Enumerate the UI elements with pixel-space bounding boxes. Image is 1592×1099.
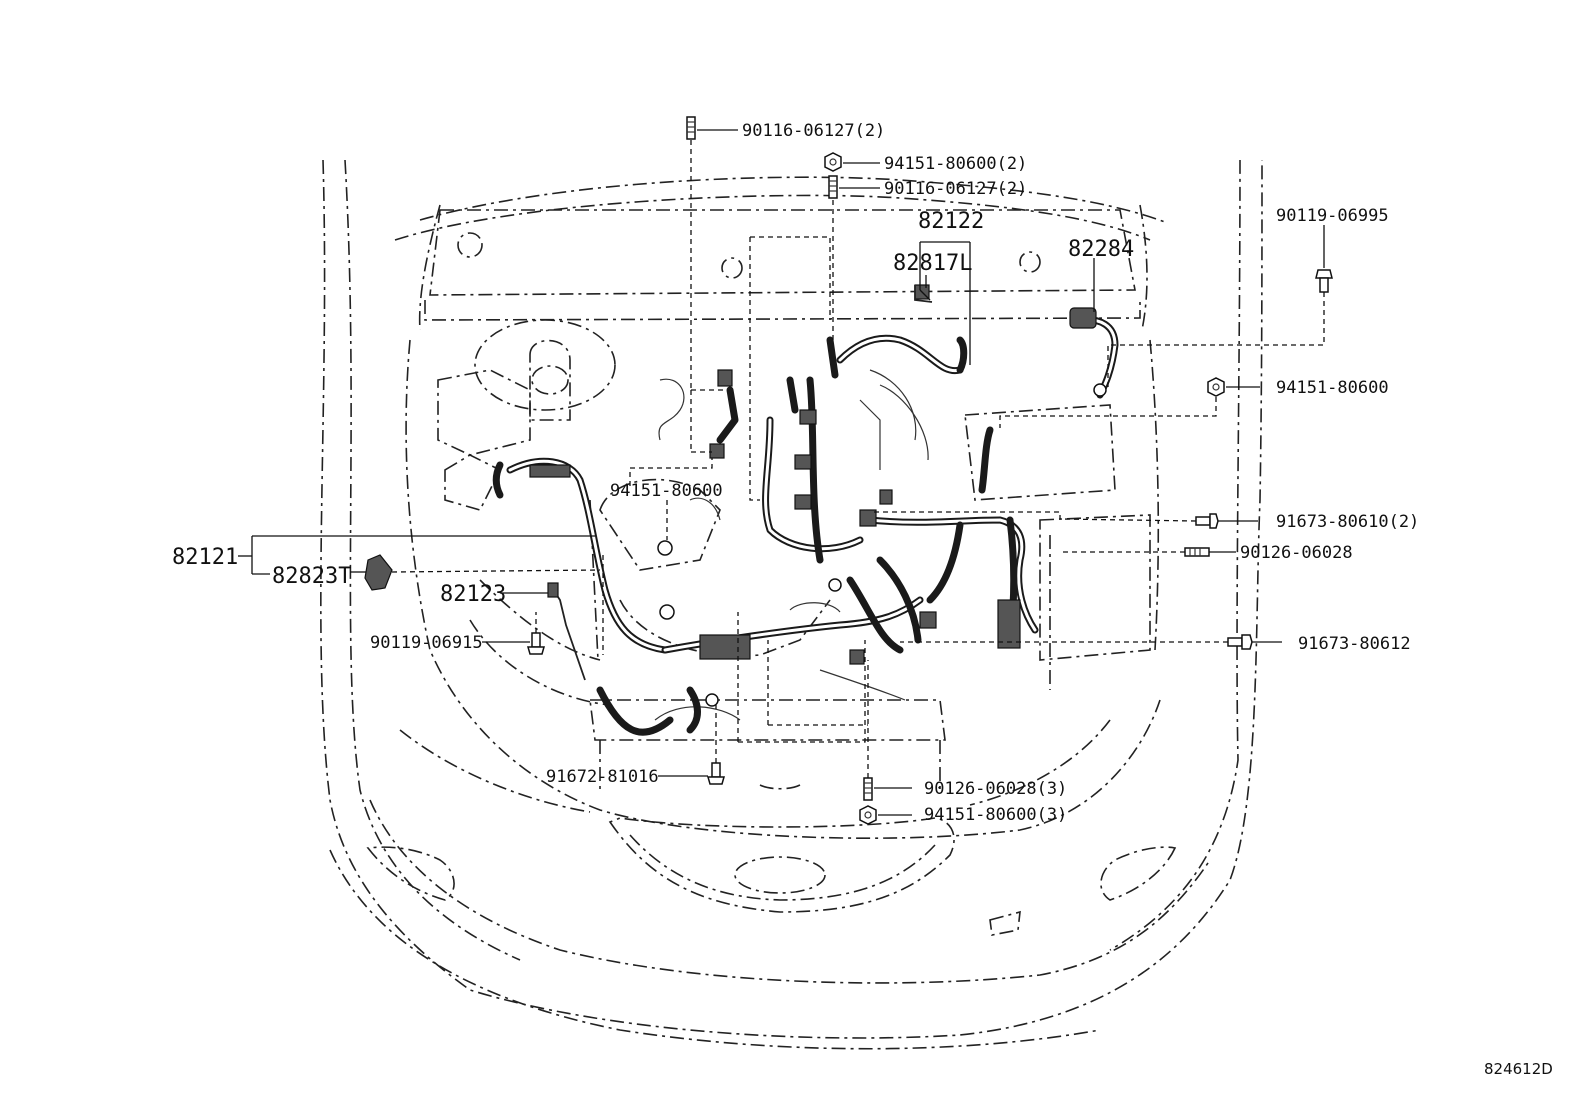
label-94151-80600-right: 94151-80600 — [1276, 378, 1389, 398]
label-90126-06028-3: 90126-06028(3) — [924, 779, 1067, 799]
connectors — [364, 284, 1107, 707]
fasteners — [527, 116, 1333, 825]
flange-bolt-icon — [527, 632, 545, 655]
label-82284: 82284 — [1068, 237, 1134, 262]
stud-bolt-icon — [863, 777, 873, 801]
label-91672-81016: 91672-81016 — [546, 767, 659, 787]
nut-icon — [859, 805, 877, 825]
stud-bolt-icon — [1184, 547, 1210, 557]
label-90116-06127-2-top: 90116-06127(2) — [742, 121, 885, 141]
label-91673-80612: 91673-80612 — [1298, 634, 1411, 654]
label-94151-80600-2: 94151-80600(2) — [884, 154, 1027, 174]
nut-icon — [824, 152, 842, 172]
label-90116-06127-2-mid: 90116-06127(2) — [884, 179, 1027, 199]
diagram-id: 824612D — [1484, 1060, 1553, 1078]
label-82817L: 82817L — [893, 251, 972, 276]
leader-lines — [238, 129, 1325, 816]
vehicle-body-outline — [320, 159, 1263, 1050]
flange-bolt-icon — [707, 762, 725, 785]
label-82123: 82123 — [440, 582, 506, 607]
stud-bolt-icon — [828, 175, 838, 199]
callout-labels: 90116-06127(2) 94151-80600(2) 90116-0612… — [172, 121, 1553, 1078]
label-82121: 82121 — [172, 545, 238, 570]
stud-bolt-icon — [686, 116, 696, 140]
nut-icon — [1207, 377, 1225, 397]
flange-bolt-icon — [1315, 269, 1333, 293]
label-91673-80610-2: 91673-80610(2) — [1276, 512, 1419, 532]
engine-bay-components — [424, 209, 1151, 790]
label-90119-06995: 90119-06995 — [1276, 206, 1389, 226]
label-94151-80600-left: 94151-80600 — [610, 481, 723, 501]
label-90126-06028: 90126-06028 — [1240, 543, 1353, 563]
bolt-icon — [1227, 634, 1253, 650]
wiring-harness-82121 — [492, 316, 1119, 736]
label-94151-80600-3: 94151-80600(3) — [924, 805, 1067, 825]
label-82823T: 82823T — [272, 564, 351, 589]
bolt-icon — [1195, 513, 1219, 529]
label-90119-06915: 90119-06915 — [370, 633, 483, 653]
label-82122: 82122 — [918, 209, 984, 234]
